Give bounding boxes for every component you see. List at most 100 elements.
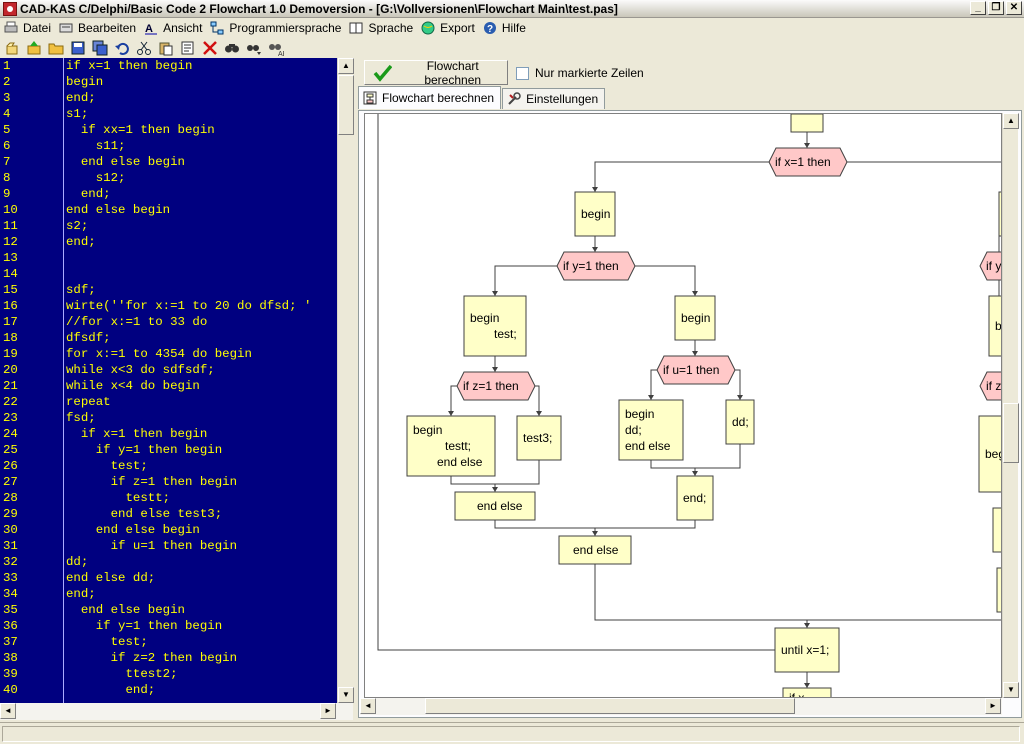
- line-number: 20: [3, 362, 59, 378]
- flowchart-node-text: begin: [470, 311, 499, 325]
- menu-label: Bearbeiten: [78, 21, 136, 35]
- flowchart-decision-node[interactable]: if x=1 then: [769, 148, 847, 176]
- tab-label: Einstellungen: [526, 92, 598, 106]
- flowchart-canvas[interactable]: if x=1 thenbeginif y=1 thenbegintest;beg…: [364, 113, 1002, 698]
- scroll-thumb[interactable]: [425, 698, 795, 714]
- scroll-down-button[interactable]: ▼: [1003, 682, 1019, 698]
- delete-icon[interactable]: [200, 38, 220, 58]
- line-code: test;: [66, 634, 148, 650]
- font-icon: A: [144, 21, 158, 35]
- scroll-right-button[interactable]: ►: [985, 698, 1001, 714]
- line-code: dd;: [66, 554, 88, 570]
- line-code: end;: [66, 186, 111, 202]
- cut-icon[interactable]: [134, 38, 154, 58]
- open-icon[interactable]: [46, 38, 66, 58]
- line-code: end else test3;: [66, 506, 222, 522]
- menu-sprache[interactable]: Sprache: [349, 21, 413, 35]
- find-next-icon[interactable]: [244, 38, 264, 58]
- line-code: end;: [66, 586, 96, 602]
- line-code: s11;: [66, 138, 126, 154]
- line-number: 34: [3, 586, 59, 602]
- menu-datei[interactable]: Datei: [4, 21, 51, 35]
- scroll-down-button[interactable]: ▼: [338, 687, 354, 703]
- menu-hilfe[interactable]: ? Hilfe: [483, 21, 526, 35]
- scroll-left-button[interactable]: ◄: [360, 698, 376, 714]
- flowchart-node-text: dd;: [625, 423, 642, 437]
- line-number: 6: [3, 138, 59, 154]
- menu-programmiersprache[interactable]: Programmiersprache: [210, 21, 341, 35]
- flowchart-process-node[interactable]: if x: [783, 688, 831, 698]
- line-code: if u=1 then begin: [66, 538, 237, 554]
- save-all-icon[interactable]: [90, 38, 110, 58]
- line-number: 31: [3, 538, 59, 554]
- flowchart-process-node[interactable]: begin: [675, 296, 715, 340]
- scroll-thumb[interactable]: [338, 75, 354, 135]
- line-number: 17: [3, 314, 59, 330]
- editor-horizontal-scrollbar[interactable]: ◄ ►: [0, 703, 353, 720]
- menu-export[interactable]: Export: [421, 21, 475, 35]
- menu-ansicht[interactable]: A Ansicht: [144, 21, 202, 35]
- flowchart-process-node[interactable]: until x=1;: [775, 628, 839, 672]
- scroll-up-button[interactable]: ▲: [338, 58, 354, 74]
- flowchart-node-text: end else: [573, 543, 619, 557]
- flowchart-decision-node[interactable]: if z: [980, 372, 1002, 400]
- flowchart-process-node[interactable]: begintest;: [464, 296, 526, 356]
- line-number: 36: [3, 618, 59, 634]
- keyboard-icon: [59, 21, 73, 35]
- flowchart-node-text: if x=1 then: [775, 155, 831, 169]
- paste-icon[interactable]: [156, 38, 176, 58]
- flowchart-decision-node[interactable]: if z=1 then: [457, 372, 535, 400]
- new-icon[interactable]: [2, 38, 22, 58]
- flowchart-vertical-scrollbar[interactable]: ▲ ▼: [1002, 113, 1018, 698]
- line-number: 7: [3, 154, 59, 170]
- flowchart-node-text: begin: [625, 407, 654, 421]
- line-code: s2;: [66, 218, 88, 234]
- flowchart-process-node[interactable]: dd;: [726, 400, 754, 444]
- tab-flowchart[interactable]: Flowchart berechnen: [358, 86, 501, 109]
- printer-icon: [4, 21, 18, 35]
- line-number: 3: [3, 90, 59, 106]
- line-code: end;: [66, 682, 155, 698]
- only-marked-lines-checkbox[interactable]: Nur markierte Zeilen: [516, 66, 644, 80]
- line-number: 10: [3, 202, 59, 218]
- flowchart-node-text: if y: [986, 259, 1001, 273]
- line-code: end else begin: [66, 602, 185, 618]
- restore-button[interactable]: ❐: [988, 1, 1004, 15]
- close-button[interactable]: ✕: [1006, 1, 1022, 15]
- line-number: 16: [3, 298, 59, 314]
- flowchart-process-node[interactable]: beg: [979, 416, 1002, 492]
- svg-text:AB: AB: [278, 51, 284, 56]
- undo-icon[interactable]: [112, 38, 132, 58]
- code-editor[interactable]: 1if x=1 then begin2begin3end;4s1;5 if xx…: [0, 58, 337, 703]
- flowchart-process-node[interactable]: end else: [455, 492, 535, 520]
- flowchart-process-node[interactable]: b: [989, 296, 1002, 356]
- checkbox-box[interactable]: [516, 67, 529, 80]
- scroll-thumb[interactable]: [1003, 403, 1019, 463]
- flowchart-decision-node[interactable]: if u=1 then: [657, 356, 735, 384]
- up-icon[interactable]: [24, 38, 44, 58]
- flowchart-decision-node[interactable]: if y: [980, 252, 1002, 280]
- replace-icon[interactable]: AB: [266, 38, 286, 58]
- flowchart-process-node[interactable]: begintestt;end else: [407, 416, 495, 476]
- flowchart-decision-node[interactable]: if y=1 then: [557, 252, 635, 280]
- properties-icon[interactable]: [178, 38, 198, 58]
- find-icon[interactable]: [222, 38, 242, 58]
- save-icon[interactable]: [68, 38, 88, 58]
- calculate-flowchart-button[interactable]: Flowchart berechnen: [364, 60, 508, 85]
- flowchart-process-node[interactable]: begindd;end else: [619, 400, 683, 460]
- line-code: end else begin: [66, 522, 200, 538]
- scroll-up-button[interactable]: ▲: [1003, 113, 1019, 129]
- scroll-left-button[interactable]: ◄: [0, 703, 16, 719]
- flowchart-process-node[interactable]: end else: [559, 536, 631, 564]
- minimize-button[interactable]: _: [970, 1, 986, 15]
- flowchart-process-node[interactable]: end;: [677, 476, 713, 520]
- scroll-right-button[interactable]: ►: [320, 703, 336, 719]
- tab-settings[interactable]: Einstellungen: [502, 88, 605, 109]
- flowchart-process-node[interactable]: test3;: [517, 416, 561, 460]
- flowchart-horizontal-scrollbar[interactable]: ◄ ►: [360, 698, 1002, 715]
- line-number: 29: [3, 506, 59, 522]
- flowchart-node-text: if x: [789, 691, 804, 698]
- menu-bearbeiten[interactable]: Bearbeiten: [59, 21, 136, 35]
- flowchart-process-node[interactable]: begin: [575, 192, 615, 236]
- editor-vertical-scrollbar[interactable]: ▲ ▼: [337, 58, 353, 703]
